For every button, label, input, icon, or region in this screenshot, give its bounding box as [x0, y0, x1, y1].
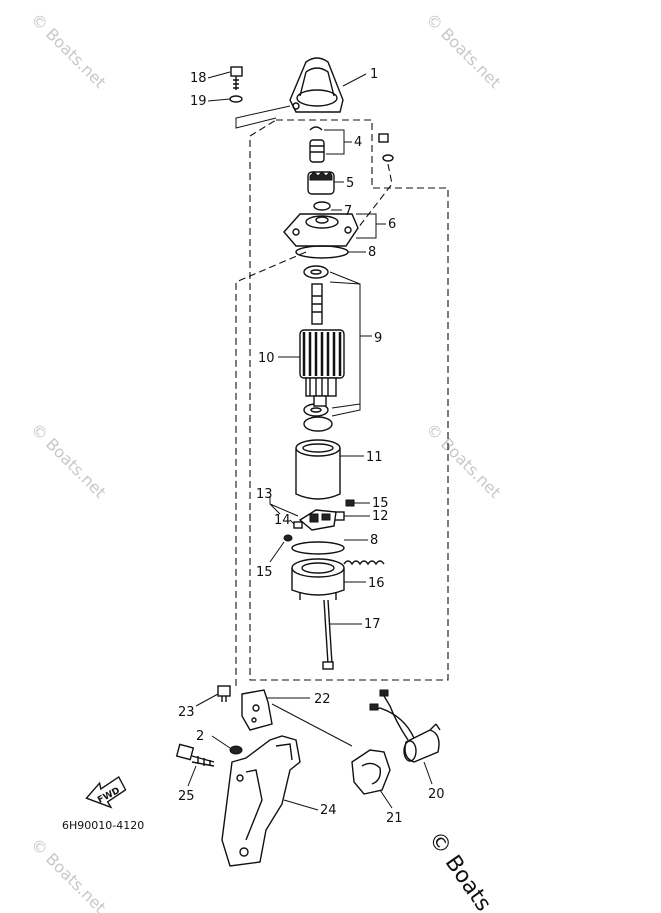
part-5-pinion — [307, 171, 335, 195]
label-12: 12 — [372, 509, 389, 524]
part-7-washer — [313, 201, 331, 211]
label-9: 9 — [374, 331, 382, 346]
part-21-holder — [351, 749, 391, 795]
part-6-upper-bracket — [283, 213, 359, 247]
watermark-corner-text: © Boats. — [423, 827, 500, 913]
label-2: 2 — [196, 729, 204, 744]
label-15-top: 15 — [372, 496, 389, 511]
label-6: 6 — [388, 217, 396, 232]
part-11-yoke — [295, 439, 341, 500]
label-18: 18 — [190, 71, 207, 86]
label-11: 11 — [366, 450, 383, 465]
label-8-lower: 8 — [370, 533, 378, 548]
label-16: 16 — [368, 576, 385, 591]
dashed-leader — [235, 251, 307, 690]
label-20: 20 — [428, 787, 445, 802]
drawing-code: 6H90010-4120 — [62, 819, 144, 832]
part-15-spring-top — [345, 499, 355, 507]
part-4-clip-and-spring — [309, 126, 325, 163]
part-2-washer — [229, 745, 243, 755]
label-22: 22 — [314, 692, 331, 707]
watermark-text: © Boats.net — [27, 834, 109, 913]
part-1-top-cap — [289, 57, 344, 113]
part-15-nut-lower — [283, 534, 293, 542]
part-10-armature — [299, 283, 345, 407]
label-4: 4 — [354, 135, 362, 150]
label-1: 1 — [370, 67, 378, 82]
label-7: 7 — [344, 204, 352, 219]
label-19: 19 — [190, 94, 207, 109]
part-13-brush-holder — [298, 509, 337, 531]
assembly-boundary — [249, 119, 449, 681]
label-24: 24 — [320, 803, 337, 818]
part-14-brush-lead — [293, 521, 303, 529]
part-23-screw — [217, 685, 231, 702]
label-25: 25 — [178, 789, 195, 804]
label-10: 10 — [258, 351, 275, 366]
part-screw-small — [378, 133, 394, 162]
part-8-oring-lower — [291, 541, 345, 555]
part-20-starter-relay — [369, 689, 441, 763]
label-5: 5 — [346, 176, 354, 191]
part-24-mounting-bracket — [221, 735, 301, 867]
label-14: 14 — [274, 513, 291, 528]
label-8-top: 8 — [368, 245, 376, 260]
part-22-plate — [241, 689, 273, 731]
watermark-text: © Boats.net — [422, 419, 504, 501]
label-23: 23 — [178, 705, 195, 720]
label-13: 13 — [256, 487, 273, 502]
part-17-through-bolt — [322, 599, 334, 670]
label-15-lower: 15 — [256, 565, 273, 580]
part-19-washer — [229, 95, 243, 103]
label-21: 21 — [386, 811, 403, 826]
label-17: 17 — [364, 617, 381, 632]
watermark-text: © Boats.net — [27, 419, 109, 501]
part-16-lower-bracket — [291, 558, 385, 600]
part-25-bolt — [175, 743, 215, 767]
watermark-text: © Boats.net — [422, 9, 504, 91]
part-18-bolt — [230, 66, 243, 90]
fwd-arrow: FWD — [85, 775, 127, 809]
part-8-oring-top — [295, 245, 349, 259]
watermark-text: © Boats.net — [27, 9, 109, 91]
